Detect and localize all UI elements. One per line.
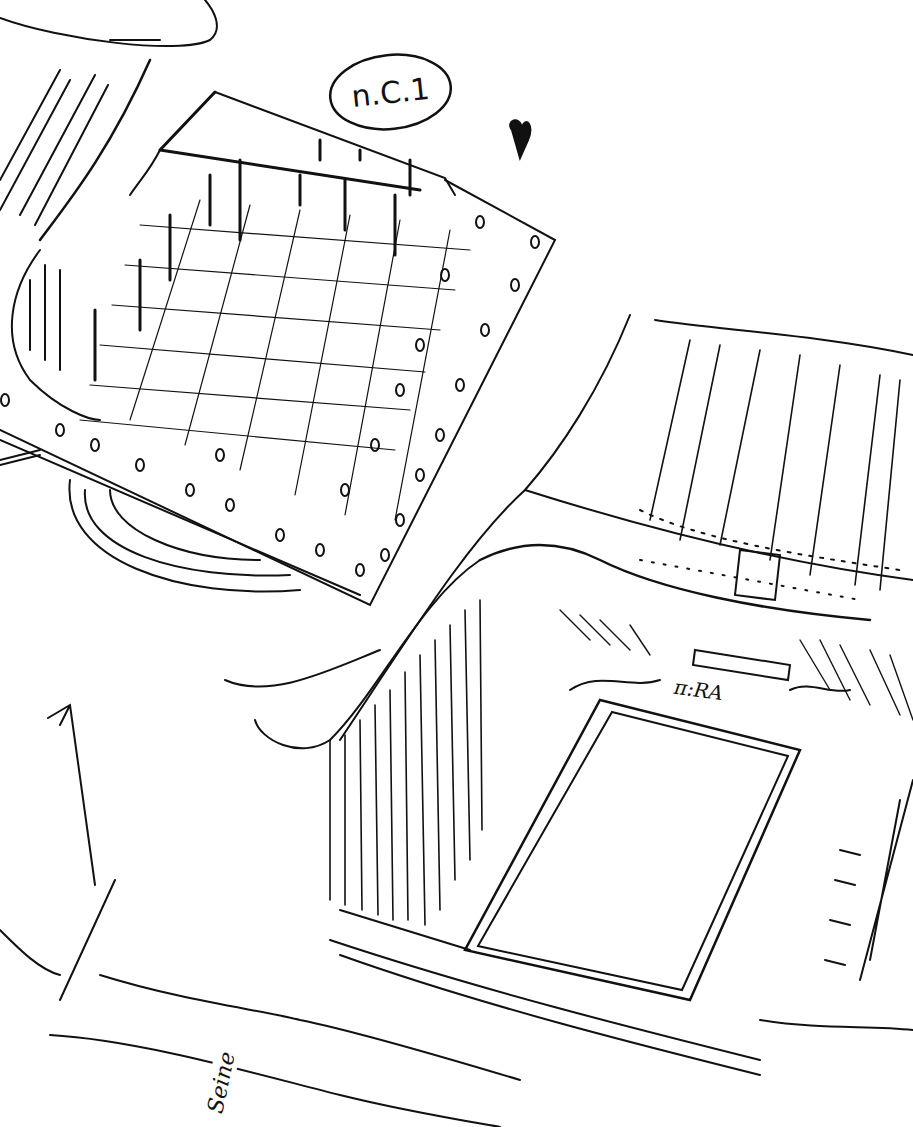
hand-label: Seine xyxy=(202,1047,240,1117)
hand-label: π:RA xyxy=(671,674,727,705)
oval-tag: n.C.1 xyxy=(324,47,456,138)
